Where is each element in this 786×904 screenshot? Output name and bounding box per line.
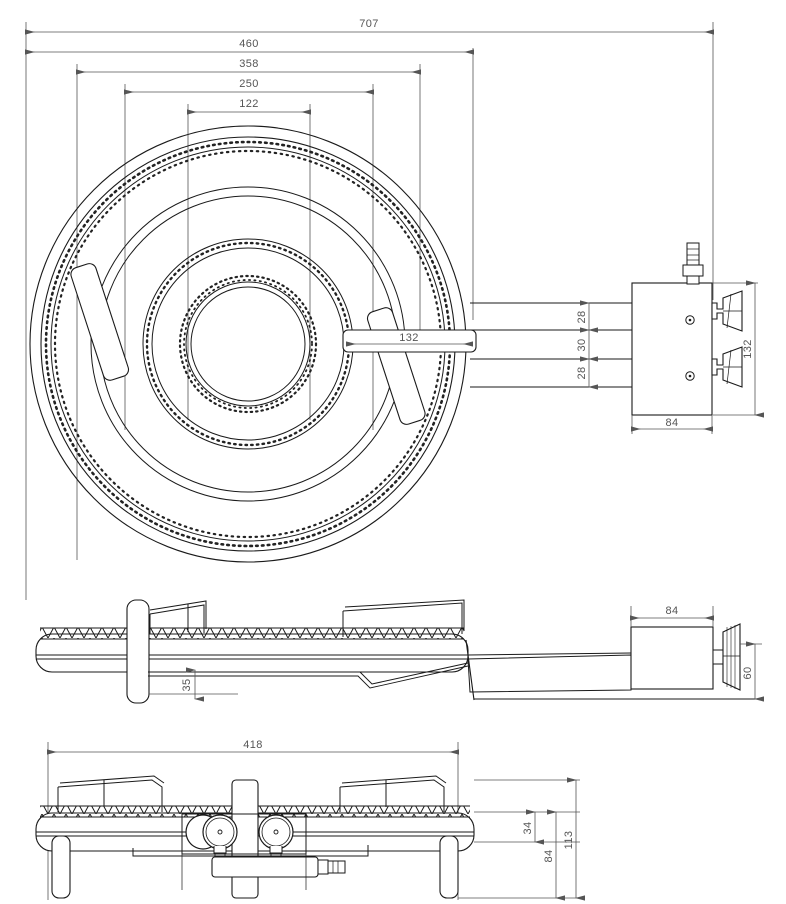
dimension-707-label: 707 (359, 18, 379, 30)
hose-barb-nut (682, 264, 704, 277)
dimension-358: 358 (76, 58, 421, 560)
dimension-60-label: 60 (742, 666, 754, 679)
dimension-84-side: 84 (630, 605, 714, 627)
side-manifold-arm (467, 654, 632, 693)
side-pan-rail-left (149, 604, 205, 634)
front-leg-left (51, 835, 71, 899)
dimension-84-front: 84 (543, 809, 565, 901)
flame-ports-middle (145, 241, 351, 447)
dimension-34-label: 34 (522, 821, 534, 834)
side-knob-shaft (712, 649, 724, 665)
flame-ports-inner-2 (183, 279, 313, 409)
side-underbody-line (148, 662, 469, 685)
front-bracket-rail (132, 845, 369, 857)
dimension-28-bottom-label: 28 (576, 366, 588, 379)
dimension-113: 113 (474, 777, 585, 901)
hose-barb-stem (686, 275, 700, 285)
dimension-84-side-label: 84 (665, 605, 678, 617)
front-pan-rail-left (57, 779, 163, 812)
dimension-250: 250 (124, 78, 374, 430)
burner-ring-62 (185, 281, 311, 407)
dimension-460: 460 (25, 38, 474, 320)
dimension-35-label: 35 (181, 678, 193, 691)
valve-box-screw-2 (685, 371, 695, 381)
front-valve-2-body[interactable] (258, 814, 294, 850)
dimension-34: 34 (522, 809, 544, 845)
dimension-60: 60 (740, 641, 764, 702)
dimension-707: 707 (25, 18, 714, 600)
front-elevation-view: 418 (35, 739, 585, 901)
side-pan-rail-right (342, 602, 463, 637)
side-knob-body[interactable] (722, 623, 741, 691)
side-burner-body (35, 633, 469, 673)
dimension-84-front-label: 84 (543, 849, 555, 862)
burner-center-hole (190, 286, 306, 402)
dimension-113-label: 113 (563, 831, 575, 850)
flame-ports-inner (178, 274, 318, 414)
dimension-28-top-label: 28 (576, 310, 588, 323)
valve-box-screw-1-center (688, 318, 692, 322)
side-support-leg (126, 599, 150, 704)
dimension-250-label: 250 (239, 78, 259, 90)
valve-box-screw-1 (685, 315, 695, 325)
burner-ring-105 (142, 238, 354, 450)
front-pan-rail-right (339, 779, 445, 812)
valve-box: 132 84 (631, 242, 764, 434)
dimension-460-label: 460 (239, 38, 259, 50)
pan-support-arm-upper (70, 263, 130, 381)
dimension-132-box-label: 132 (742, 339, 754, 359)
dimension-84-plan-label: 84 (665, 417, 678, 429)
front-leg-right (439, 835, 459, 899)
side-elevation-view: 35 84 60 (35, 599, 764, 704)
dimension-358-label: 358 (239, 58, 259, 70)
bracket-132: 132 (342, 329, 477, 353)
front-control-valve-1[interactable] (185, 814, 238, 859)
dimension-30-label: 30 (576, 338, 588, 351)
dimension-gaps-28-30-28: 28 30 28 (576, 300, 598, 390)
side-valve-box (630, 626, 714, 690)
front-hose-barb (317, 859, 346, 875)
hose-barb-body (686, 242, 700, 266)
dimension-122-label: 122 (239, 98, 259, 110)
control-knob-2[interactable] (711, 346, 743, 388)
front-manifold (211, 856, 319, 878)
plan-view: 707 460 358 250 122 (25, 18, 764, 600)
valve-box-screw-2-center (688, 374, 692, 378)
side-control-knob[interactable] (712, 623, 741, 691)
side-flame-port-band (40, 628, 464, 639)
dimension-bracket-132-label: 132 (399, 332, 419, 344)
pan-support-arm-lower (366, 307, 426, 425)
dimension-35: 35 (149, 667, 238, 702)
dimension-418-label: 418 (243, 739, 263, 751)
mixing-tubes (470, 302, 632, 388)
side-rear-leg (465, 639, 475, 701)
gas-inlet-fitting (682, 242, 704, 285)
control-knob-1[interactable] (711, 290, 743, 332)
valve-box-body (631, 282, 713, 416)
